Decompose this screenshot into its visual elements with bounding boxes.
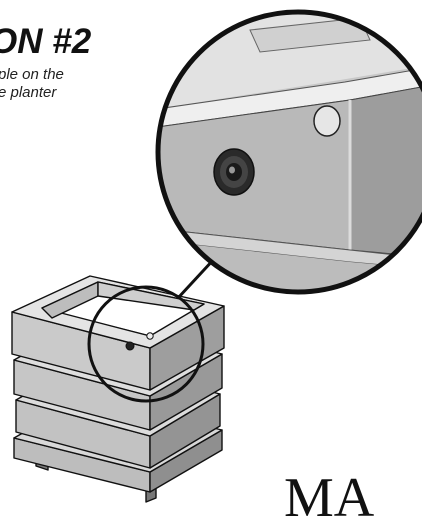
inner-wall-right xyxy=(97,281,205,311)
zoom-empty-hole xyxy=(313,105,341,137)
magnified-detail-view xyxy=(158,12,422,292)
magnify-circle-outline xyxy=(155,9,422,295)
magnify-connector-line xyxy=(176,256,217,300)
zoom-rim-edge xyxy=(158,61,422,129)
step-caption: ple on the e planter xyxy=(0,66,64,102)
planter-box xyxy=(11,275,225,503)
planter-hole-light xyxy=(146,332,154,340)
planter-assembly-illustration xyxy=(11,9,422,503)
brand-wordmark: MA xyxy=(284,467,375,529)
planter-hole-dark xyxy=(125,341,135,351)
zoom-grommet xyxy=(213,148,255,196)
step-heading: ON #2 xyxy=(0,22,92,61)
detail-marker-circle xyxy=(87,285,205,403)
caption-line-2: e planter xyxy=(0,84,57,101)
caption-line-1: ple on the xyxy=(0,66,64,83)
zoom-inner-ledge xyxy=(249,17,371,53)
